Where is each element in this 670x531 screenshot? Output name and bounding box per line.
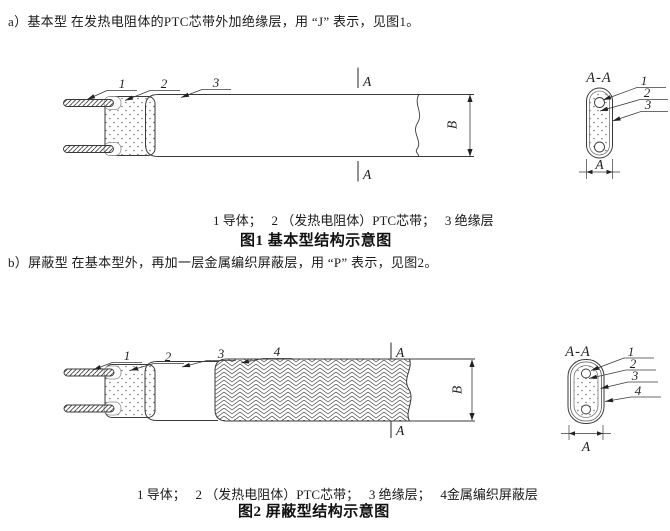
svg-text:3: 3 [631,368,639,383]
section-callout-1: 1 [590,344,654,371]
svg-text:3: 3 [644,97,652,112]
dim-b-label: B [450,386,465,394]
insulation-outline [144,361,218,421]
svg-text:2: 2 [161,76,168,91]
section-dimension-a: A [579,157,620,179]
svg-text:1: 1 [641,73,648,88]
section-shield-inner [570,361,602,422]
conductor-rod-top [63,99,114,107]
section-conductor-top [594,97,605,108]
braid-shield [214,358,412,422]
svg-text:3: 3 [212,75,220,90]
dim-b-label: B [445,121,460,129]
svg-text:1: 1 [119,76,126,91]
section-callout-3: 3 [600,368,658,389]
section-dimension-a: A [561,425,611,454]
section-mark-a-top-label: A [362,74,372,89]
figure1-legend: 1 导体； 2 （发热电阻体）PTC芯带； 3 绝缘层 [213,213,494,228]
figure1-section-view: A-A 1 2 3 [579,70,668,179]
conductor-rod-top [63,368,115,377]
svg-text:3: 3 [217,346,225,361]
section-conductor-top [581,368,591,379]
section-callout-4: 4 [604,383,661,403]
callout-2: 2 [129,349,184,371]
figure2-caption: 图2 屏蔽型结构示意图 [238,504,390,520]
section-callout-1: 1 [602,73,666,101]
figure1-caption: 图1 基本型结构示意图 [240,233,392,249]
break-line [415,94,421,157]
dim-a-label: A [581,439,591,454]
section-callout-2: 2 [588,356,656,379]
section-mark-a-bottom: A [390,421,405,438]
figure2-drawing: B A A 1 2 3 [63,342,661,454]
section-view-title: A-A [585,70,612,86]
clause-a-text: a）基本型 在发热电阻体的PTC芯带外加绝缘层，用 “J” 表示，见图1。 [8,14,420,29]
section-callout-3: 3 [612,97,668,122]
clause-b-text: b）屏蔽型 在基本型外，再加一层金属编织屏蔽层，用 “P” 表示，见图2。 [8,255,438,270]
svg-text:1: 1 [628,344,635,359]
callout-1: 1 [92,348,142,371]
svg-text:2: 2 [644,85,651,100]
conductor-rod-bottom [63,404,115,413]
dim-a-label: A [594,157,604,172]
conductor-rod-bottom [63,145,114,153]
section-conductor-bottom [594,141,605,153]
svg-text:2: 2 [630,356,637,371]
section-callout-2: 2 [599,85,668,112]
insulation-outline [145,94,474,157]
figure1-drawing: B A A 1 2 3 [63,67,668,182]
dimension-b: B [445,94,473,157]
section-view-title: A-A [564,344,591,360]
dimension-b: B [450,359,475,421]
section-mark-a-bottom: A [357,161,372,182]
section-mark-a-top: A [357,67,372,89]
svg-text:1: 1 [124,348,131,363]
callout-3: 3 [180,75,231,98]
callout-4: 4 [240,344,292,364]
callout-2: 2 [124,76,180,101]
svg-text:4: 4 [274,344,281,359]
svg-text:4: 4 [635,383,642,398]
section-mark-a-top-label: A [395,345,405,360]
figure2-section-view: A-A 1 2 3 [561,344,661,454]
section-mark-a-bottom-label: A [395,423,405,438]
callout-3: 3 [181,346,236,368]
section-mark-a-bottom-label: A [362,167,372,182]
section-mark-a-top: A [390,342,405,360]
section-conductor-bottom [581,404,591,415]
callout-1: 1 [86,76,137,100]
figure2-legend: 1 导体； 2 （发热电阻体）PTC芯带； 3 绝缘层； 4金属编织屏蔽层 [137,487,538,502]
svg-text:2: 2 [165,349,172,364]
